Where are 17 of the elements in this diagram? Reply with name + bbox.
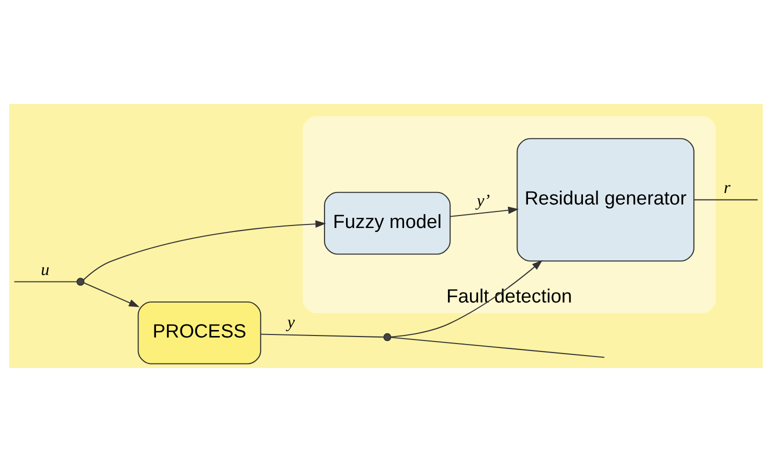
arrow [390,260,542,337]
connector [14,280,77,282]
arrow [450,206,518,217]
node-box: PROCESS [137,300,261,364]
edge-label: u [40,260,49,279]
connector [260,333,384,338]
node-circle [76,277,84,286]
connector [390,336,604,358]
connector [694,198,758,200]
edge-label: r [723,178,730,197]
edge-label: y’ [476,190,490,210]
arrow [82,220,326,280]
node-box: Fuzzy model [323,191,450,254]
node-box: Residual generator [516,138,694,262]
arrow [83,282,140,307]
edge-label: y [286,312,294,331]
node-circle [382,332,391,341]
